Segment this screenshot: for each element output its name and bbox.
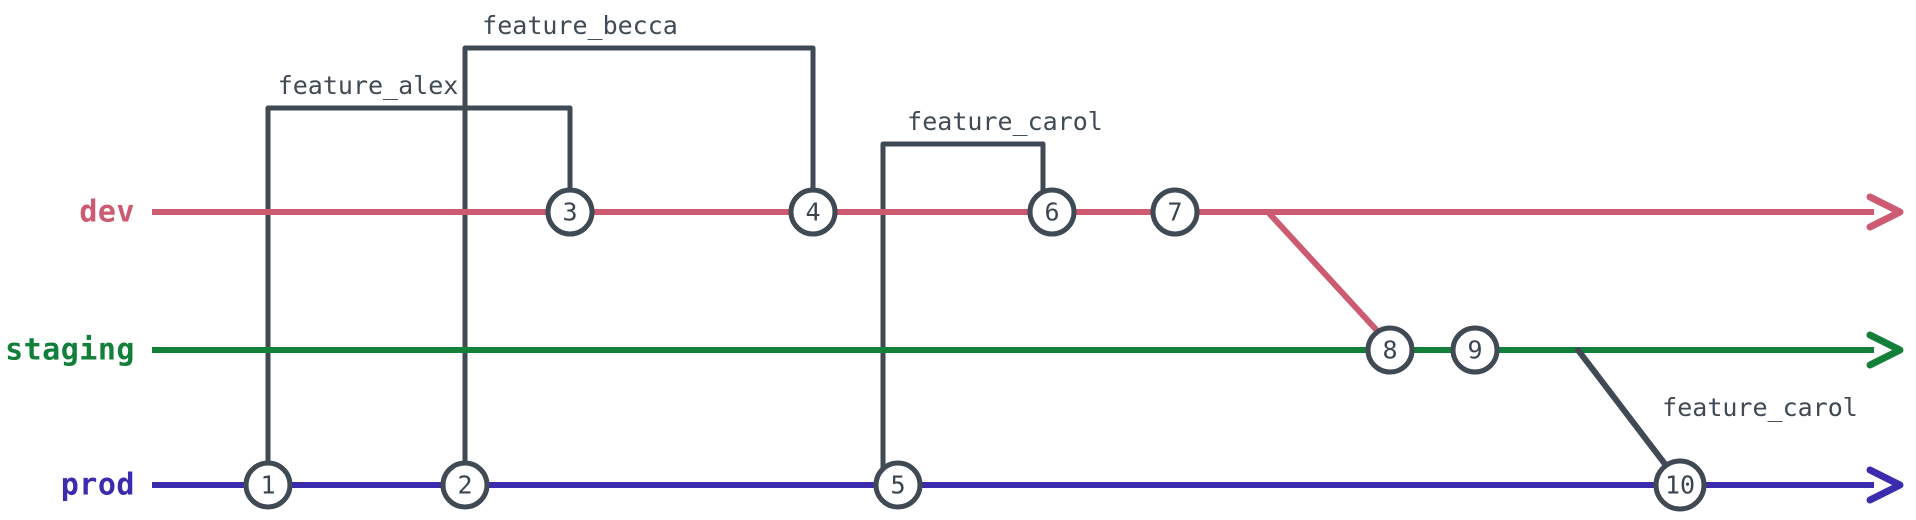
lane-line-layer [152,193,1904,504]
lane-label-dev: dev [79,194,135,230]
commit-node-6[interactable] [1027,187,1077,237]
commit-node-2[interactable] [440,460,490,510]
branch-bracket-feature-carol [880,141,1046,488]
commit-node-8[interactable] [1365,325,1415,375]
merge-edge-staging-to-prod-merge [1575,347,1671,471]
branch-label-feature-alex: feature_alex [277,71,459,100]
branch-label-feature-becca: feature_becca [482,11,678,40]
branch-bracket-feature-becca [462,45,816,488]
commit-node-4[interactable] [788,187,838,237]
merge-edge-layer [1265,209,1671,471]
lane-arrowhead-prod [1866,466,1904,504]
lane-label-prod: prod [60,467,135,503]
lane-label-staging: staging [5,332,135,368]
commit-node-5[interactable] [873,460,923,510]
commit-node-9[interactable] [1450,325,1500,375]
branch-label-feature-carol: feature_carol [907,107,1103,136]
commit-node-1[interactable] [243,460,293,510]
branch-bracket-feature-alex [265,105,573,488]
merge-edge-dev-to-staging-merge [1265,209,1385,339]
lane-arrowhead-staging [1866,331,1904,369]
branch-bracket-layer [265,45,1046,488]
commit-node-3[interactable] [545,187,595,237]
lane-arrowhead-dev [1866,193,1904,231]
commit-node-layer [243,187,1707,512]
merge-label-feature-carol: feature_carol [1662,393,1858,422]
commit-node-7[interactable] [1150,187,1200,237]
commit-node-10[interactable] [1653,458,1707,512]
